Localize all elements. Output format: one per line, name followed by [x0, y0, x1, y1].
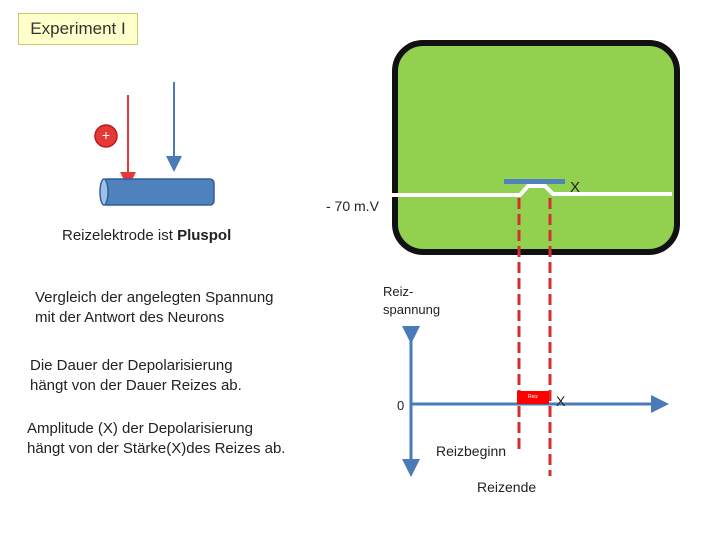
screen-amplitude-x-label: X [570, 179, 581, 196]
title-text: Experiment I [30, 19, 126, 38]
duration-text-line1: Die Dauer der Depolarisierung [30, 357, 233, 374]
plus-sign: + [101, 127, 111, 143]
y-axis-label-line2: spannung [383, 302, 441, 317]
amplitude-text-line2: hängt von der Stärke(X)des Reizes ab. [27, 440, 286, 457]
stimulus-start-label: Reizbeginn [436, 443, 507, 459]
comparison-text-line1: Vergleich der angelegten Spannung [35, 289, 274, 306]
zero-label: 0 [397, 398, 405, 413]
electrode-caption-text: Reizelektrode ist [62, 227, 178, 244]
stimulus-end-label: Reizende [477, 479, 537, 495]
oscilloscope-screen [392, 40, 680, 255]
axon-end-cap [99, 178, 109, 206]
axon-cylinder [101, 178, 215, 206]
y-axis-label-line1: Reiz- [383, 284, 414, 299]
duration-text-line2: hängt von der Dauer Reizes ab. [30, 377, 242, 394]
comparison-text-line2: mit der Antwort des Neurons [35, 309, 225, 326]
stimulus-pulse-box: Reiz [517, 391, 549, 404]
depolarization-plateau [504, 179, 565, 184]
stimulus-pulse-label: Reiz [527, 394, 538, 400]
title-box: Experiment I [18, 13, 138, 45]
membrane-potential-trace [390, 184, 672, 197]
amplitude-text-line1: Amplitude (X) der Depolarisierung [27, 420, 253, 437]
resting-potential-label: - 70 m.V [326, 198, 379, 214]
electrode-caption: Reizelektrode ist Pluspol [62, 226, 231, 246]
electrode-caption-bold: Pluspol [177, 227, 232, 244]
graph-amplitude-x-label: X [556, 393, 566, 409]
plus-sign-circle [94, 124, 118, 148]
